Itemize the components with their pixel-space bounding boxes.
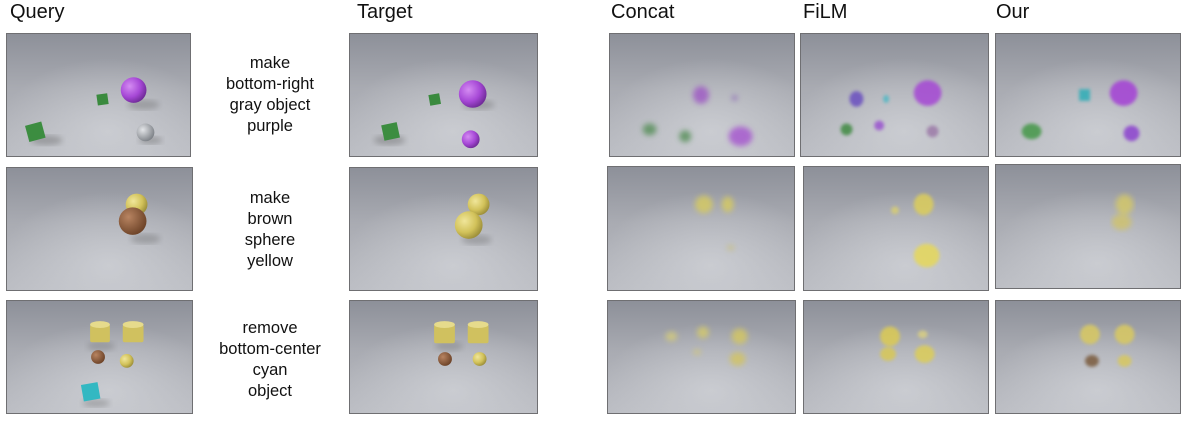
row1-film-image — [800, 33, 989, 157]
row1-instruction: make bottom-right gray object purple — [200, 53, 340, 137]
row1-target-image — [349, 33, 538, 157]
instruction-line: object — [247, 382, 293, 400]
instruction-line: bottom-center — [219, 340, 321, 358]
instruction-line: yellow — [247, 252, 293, 270]
row3-concat-image — [607, 300, 796, 414]
row3-instruction: remove bottom-center cyan object — [200, 318, 340, 402]
instruction-line: sphere — [244, 231, 296, 249]
instruction-line: brown — [247, 210, 293, 228]
instruction-line: purple — [247, 117, 293, 135]
row3-our-image — [995, 300, 1181, 414]
header-concat: Concat — [611, 1, 675, 23]
header-film: FiLM — [803, 1, 848, 23]
instruction-line: bottom-right — [225, 75, 315, 93]
header-target: Target — [357, 1, 413, 23]
row2-target-image — [349, 167, 538, 291]
row3-film-image — [803, 300, 989, 414]
instruction-line: make — [249, 54, 291, 72]
row1-our-image — [995, 33, 1181, 157]
row2-concat-image — [607, 166, 795, 291]
instruction-line: make — [249, 189, 291, 207]
row2-instruction: make brown sphere yellow — [200, 188, 340, 272]
header-query: Query — [10, 1, 65, 23]
header-our: Our — [996, 1, 1030, 23]
row2-our-image — [995, 164, 1181, 289]
row2-film-image — [803, 166, 989, 291]
row3-target-image — [349, 300, 538, 414]
instruction-line: gray object — [229, 96, 311, 114]
row1-query-image — [6, 33, 191, 157]
instruction-line: cyan — [252, 361, 288, 379]
instruction-line: remove — [242, 319, 298, 337]
row2-query-image — [6, 167, 193, 291]
row1-concat-image — [609, 33, 795, 157]
row3-query-image — [6, 300, 193, 414]
